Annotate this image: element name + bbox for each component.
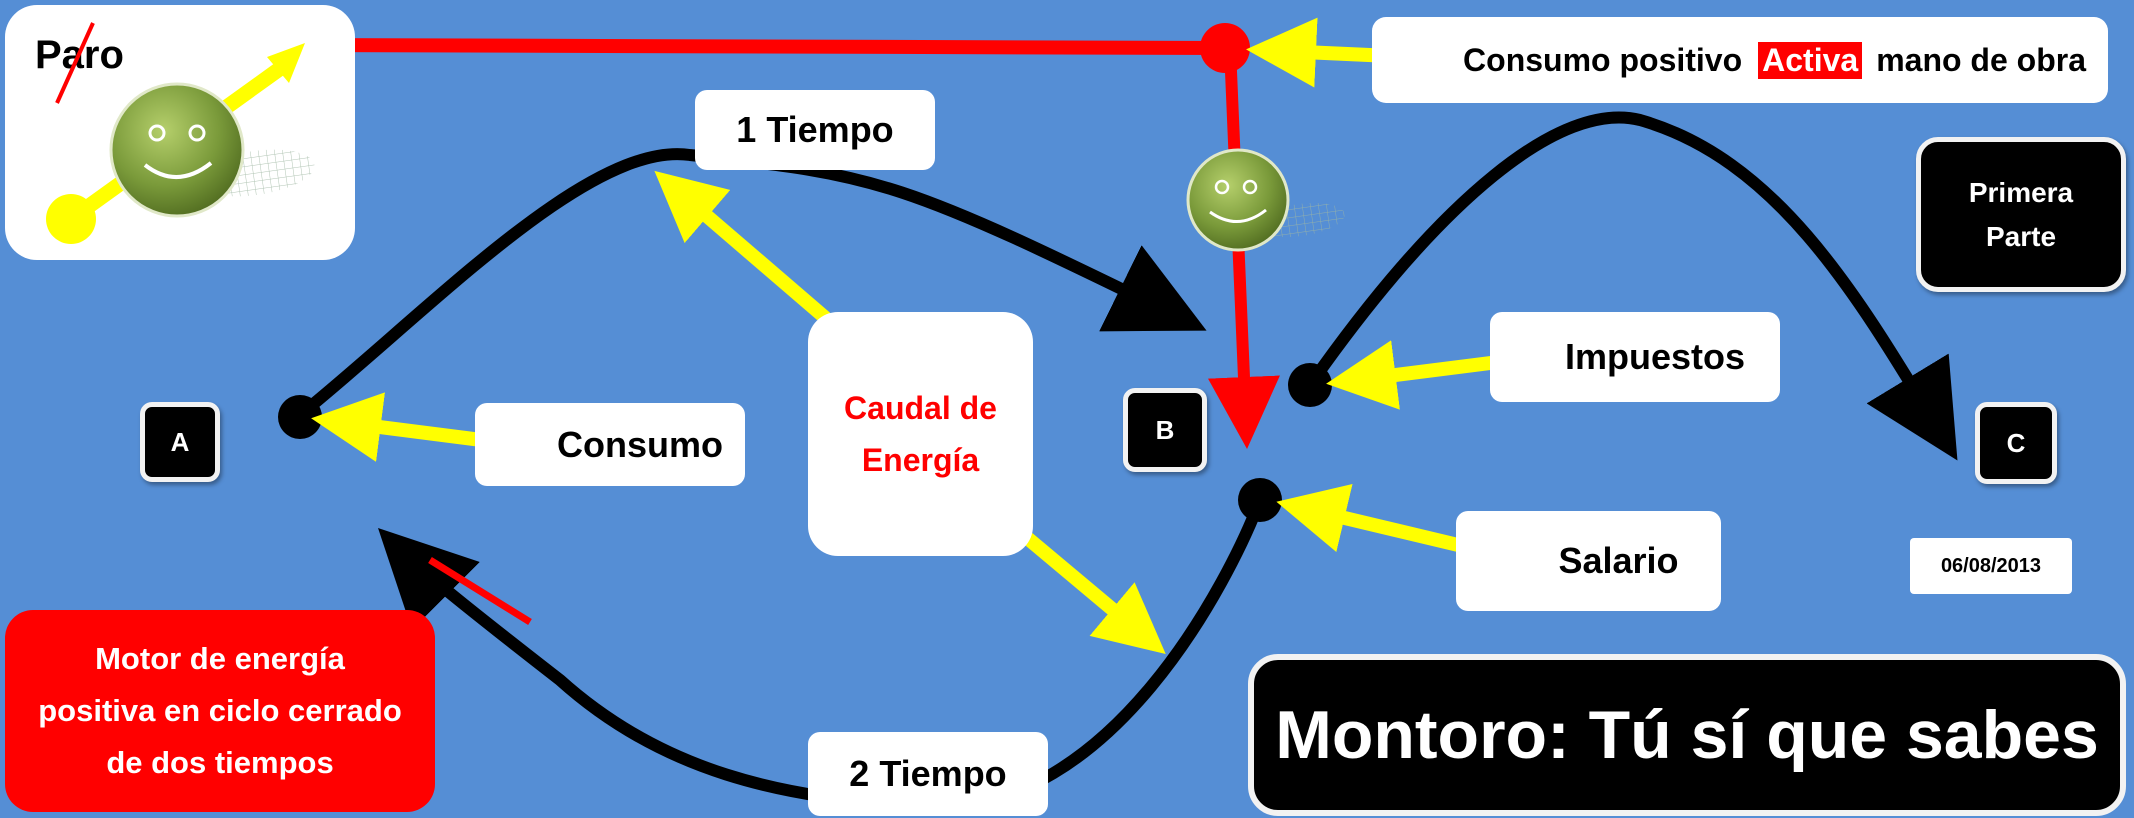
cycle-right-curve bbox=[1305, 111, 1958, 461]
caudal-de-energia-box: Caudal de Energía bbox=[808, 312, 1033, 556]
impuestos-label: Impuestos bbox=[1564, 336, 1746, 377]
smiley-face-icon bbox=[1186, 148, 1345, 252]
cycle-upper-left-curve bbox=[296, 148, 1207, 420]
motor-line-3: de dos tiempos bbox=[106, 745, 334, 780]
point-a-box: A bbox=[140, 402, 220, 482]
primera-parte-line-2: Parte bbox=[1985, 220, 2057, 252]
tiempo-2-box: 2 Tiempo bbox=[808, 732, 1048, 816]
consumo-positivo-text: Consumo positivo bbox=[1463, 41, 1743, 78]
paro-panel: Paro bbox=[5, 5, 355, 260]
red-junction-dot bbox=[1200, 23, 1250, 73]
mano-de-obra-text: mano de obra bbox=[1876, 41, 2086, 78]
point-c-box: C bbox=[1975, 402, 2057, 484]
paro-panel-graphic bbox=[46, 22, 315, 244]
motor-line-2: positiva en ciclo cerrado bbox=[38, 693, 402, 728]
date-label: 06/08/2013 bbox=[1910, 538, 2072, 594]
paro-strikethrough bbox=[55, 22, 95, 104]
consumo-box: Consumo bbox=[475, 403, 745, 486]
primera-parte-line-1: Primera bbox=[1968, 176, 2074, 208]
consumo-label: Consumo bbox=[557, 423, 723, 465]
cycle-red-return-segment bbox=[428, 557, 532, 625]
point-b-box: B bbox=[1123, 388, 1207, 472]
consumo-positivo-box: Consumo positivo Activa mano de obra bbox=[1372, 17, 2108, 103]
node-salario-dot bbox=[1238, 478, 1282, 522]
impuestos-box: Impuestos bbox=[1490, 312, 1780, 402]
red-top-line bbox=[299, 38, 1226, 55]
primera-parte-box: Primera Parte bbox=[1916, 137, 2126, 292]
paro-smiley-icon bbox=[109, 82, 315, 218]
activa-highlight: Activa bbox=[1758, 41, 1863, 79]
motor-line-1: Motor de energía bbox=[95, 641, 345, 676]
montoro-banner: Montoro: Tú sí que sabes bbox=[1248, 654, 2126, 816]
node-a-dot bbox=[278, 395, 322, 439]
caudal-line-2: Energía bbox=[861, 442, 980, 478]
tiempo-1-box: 1 Tiempo bbox=[695, 90, 935, 170]
motor-de-energia-box: Motor de energía positiva en ciclo cerra… bbox=[5, 610, 435, 812]
salario-box: Salario bbox=[1456, 511, 1721, 611]
salario-label: Salario bbox=[1558, 540, 1679, 581]
node-impuestos-dot bbox=[1288, 363, 1332, 407]
caudal-line-1: Caudal de bbox=[844, 390, 997, 426]
